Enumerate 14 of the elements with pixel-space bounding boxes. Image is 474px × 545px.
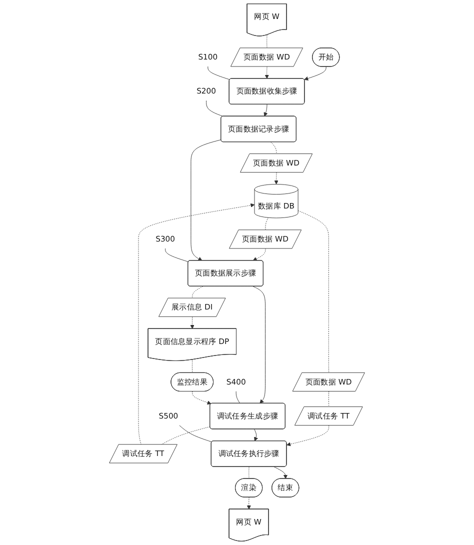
connector [165, 248, 189, 262]
connector [266, 34, 268, 48]
connector [206, 100, 224, 117]
connector [248, 466, 250, 479]
connector [179, 425, 212, 442]
connector [328, 391, 330, 408]
connector [192, 286, 204, 299]
connector [192, 359, 193, 374]
connector [236, 391, 240, 404]
connector [208, 66, 230, 80]
connector [298, 210, 330, 374]
connector [265, 217, 268, 230]
connector [160, 426, 210, 445]
connector [270, 142, 277, 154]
